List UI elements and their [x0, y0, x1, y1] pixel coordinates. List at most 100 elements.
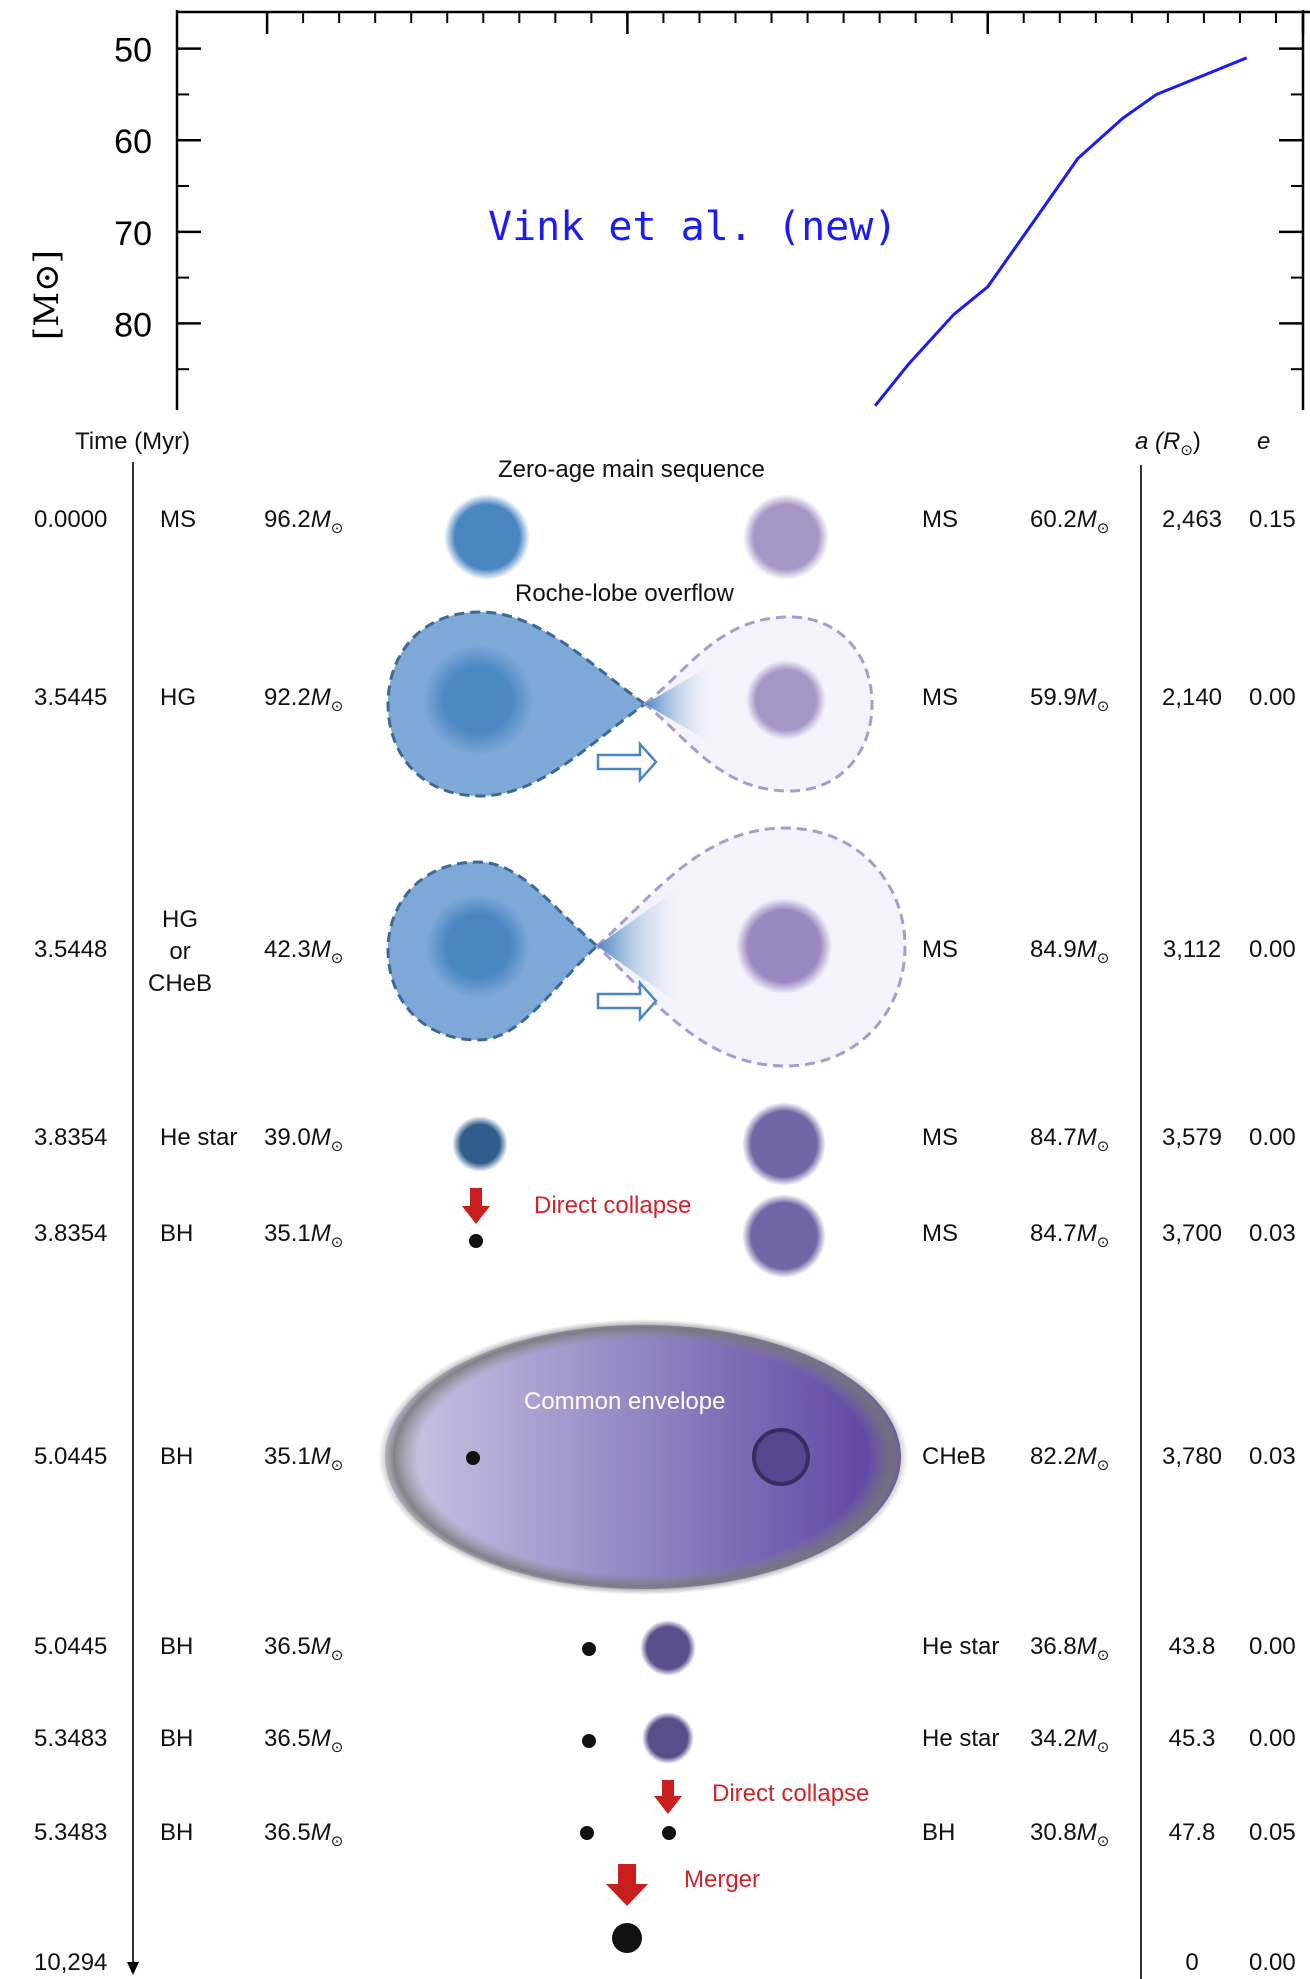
mass-unit: M [1076, 506, 1097, 533]
primary-star [423, 645, 533, 755]
mass-unit: M [1076, 1443, 1097, 1470]
mass-unit: M [1076, 1633, 1097, 1660]
primary-stage-line: or [169, 938, 191, 965]
secondary-stage: MS [922, 1220, 958, 1247]
eccentricity-value: 0.00 [1249, 936, 1296, 963]
direct-collapse-arrow [654, 1780, 682, 1814]
primary-mass: 36.5M⊙ [264, 1819, 343, 1856]
secondary-mass: 30.8M⊙ [1030, 1819, 1109, 1856]
sun-symbol: ⊙ [1096, 1457, 1110, 1474]
mass-unit: M [1076, 936, 1097, 963]
separation-value: 0 [1185, 1949, 1199, 1976]
primary-mass: 36.5M⊙ [264, 1725, 343, 1762]
y-axis-ticks [177, 47, 1303, 371]
time-value: 3.8354 [34, 1124, 108, 1151]
black-hole [469, 1234, 483, 1248]
mass-unit: M [1076, 1819, 1097, 1846]
time-value: 3.8354 [34, 1220, 108, 1247]
mass-value: 82.2 [1030, 1443, 1077, 1470]
secondary-stage: MS [922, 1124, 958, 1151]
y-tick-label: 70 [114, 215, 152, 253]
black-hole [582, 1642, 596, 1656]
eccentricity-value: 0.03 [1249, 1220, 1296, 1247]
stage-label-merger: Merger [684, 1866, 761, 1893]
eccentricity-value: 0.05 [1249, 1819, 1296, 1846]
sun-symbol: ⊙ [1096, 950, 1110, 967]
primary-stage: BH [160, 1725, 194, 1752]
merger-arrow [606, 1864, 648, 1906]
time-value: 0.0000 [34, 506, 108, 533]
mass-transfer-stream [645, 660, 720, 748]
primary-star [426, 894, 530, 998]
primary-stage: BH [160, 1819, 194, 1846]
mass-unit: M [310, 1443, 331, 1470]
he-star [640, 1620, 696, 1676]
mass-value: 36.5 [264, 1819, 311, 1846]
direct-collapse-arrow [462, 1188, 490, 1224]
sun-symbol: ⊙ [1096, 1647, 1110, 1664]
mass-value: 84.9 [1030, 936, 1077, 963]
time-header: Time (Myr) [75, 428, 191, 455]
secondary-stage: MS [922, 684, 958, 711]
secondary-mass: 36.8M⊙ [1030, 1633, 1109, 1670]
y-tick-label: 60 [114, 123, 152, 161]
eccentricity-value: 0.00 [1249, 684, 1296, 711]
mass-transfer-arrow [596, 979, 658, 1023]
series-line-vink-new [873, 56, 1248, 407]
black-hole [662, 1826, 676, 1840]
mass-unit: M [310, 936, 331, 963]
secondary-mass: 82.2M⊙ [1030, 1443, 1109, 1480]
primary-stage: He star [160, 1124, 238, 1151]
eccentricity-value: 0.00 [1249, 1124, 1296, 1151]
mass-value: 42.3 [264, 936, 311, 963]
common-envelope-rim [378, 1319, 908, 1595]
sun-symbol: ⊙ [1096, 1833, 1110, 1850]
primary-mass: 39.0M⊙ [264, 1124, 343, 1161]
mass-unit: M [1076, 1725, 1097, 1752]
sun-symbol: ⊙ [330, 1647, 344, 1664]
secondary-star [746, 660, 826, 740]
separation-value: 45.3 [1168, 1725, 1216, 1752]
separation-value: 43.8 [1168, 1633, 1216, 1660]
separation-value: 3,780 [1161, 1443, 1223, 1470]
eccentricity-value: 0.00 [1249, 1725, 1296, 1752]
primary-star [444, 494, 530, 580]
mass-unit: M [310, 506, 331, 533]
secondary-star [743, 494, 829, 580]
he-star [452, 1116, 508, 1172]
stage-label-zams: Zero-age main sequence [498, 456, 765, 483]
sun-symbol: ⊙ [330, 950, 344, 967]
mass-value: 36.5 [264, 1633, 311, 1660]
merged-black-hole [612, 1923, 642, 1953]
series-lines [873, 56, 1248, 407]
secondary-mass: 59.9M⊙ [1030, 684, 1109, 721]
secondary-mass: 84.7M⊙ [1030, 1220, 1109, 1257]
separation-header: a (R⊙) [1135, 428, 1201, 459]
mass-value: 60.2 [1030, 506, 1077, 533]
mass-unit: M [310, 684, 331, 711]
secondary-stage: He star [922, 1633, 1000, 1660]
primary-mass: 96.2M⊙ [264, 506, 343, 543]
sun-symbol: ⊙ [330, 1833, 344, 1850]
secondary-stage: MS [922, 936, 958, 963]
mass-value: 30.8 [1030, 1819, 1077, 1846]
separation-value: 2,463 [1161, 506, 1223, 533]
mass-value: 84.7 [1030, 1220, 1077, 1247]
sun-symbol: ⊙ [1096, 1138, 1110, 1155]
primary-stage-line: HG [162, 906, 198, 933]
mass-transfer-stream [597, 880, 690, 1012]
mass-unit: M [310, 1220, 331, 1247]
y-axis-label: [M⊙] [27, 250, 67, 340]
primary-mass: 35.1M⊙ [264, 1220, 343, 1257]
secondary-star [742, 1102, 826, 1186]
mass-unit: M [310, 1819, 331, 1846]
secondary-stage: He star [922, 1725, 1000, 1752]
eccentricity-header: e [1257, 428, 1271, 455]
time-value: 5.3483 [34, 1819, 108, 1846]
stage-label-direct-collapse: Direct collapse [712, 1780, 870, 1807]
separation-value: 2,140 [1161, 684, 1223, 711]
eccentricity-value: 0.00 [1249, 1949, 1296, 1976]
secondary-stage: MS [922, 506, 958, 533]
